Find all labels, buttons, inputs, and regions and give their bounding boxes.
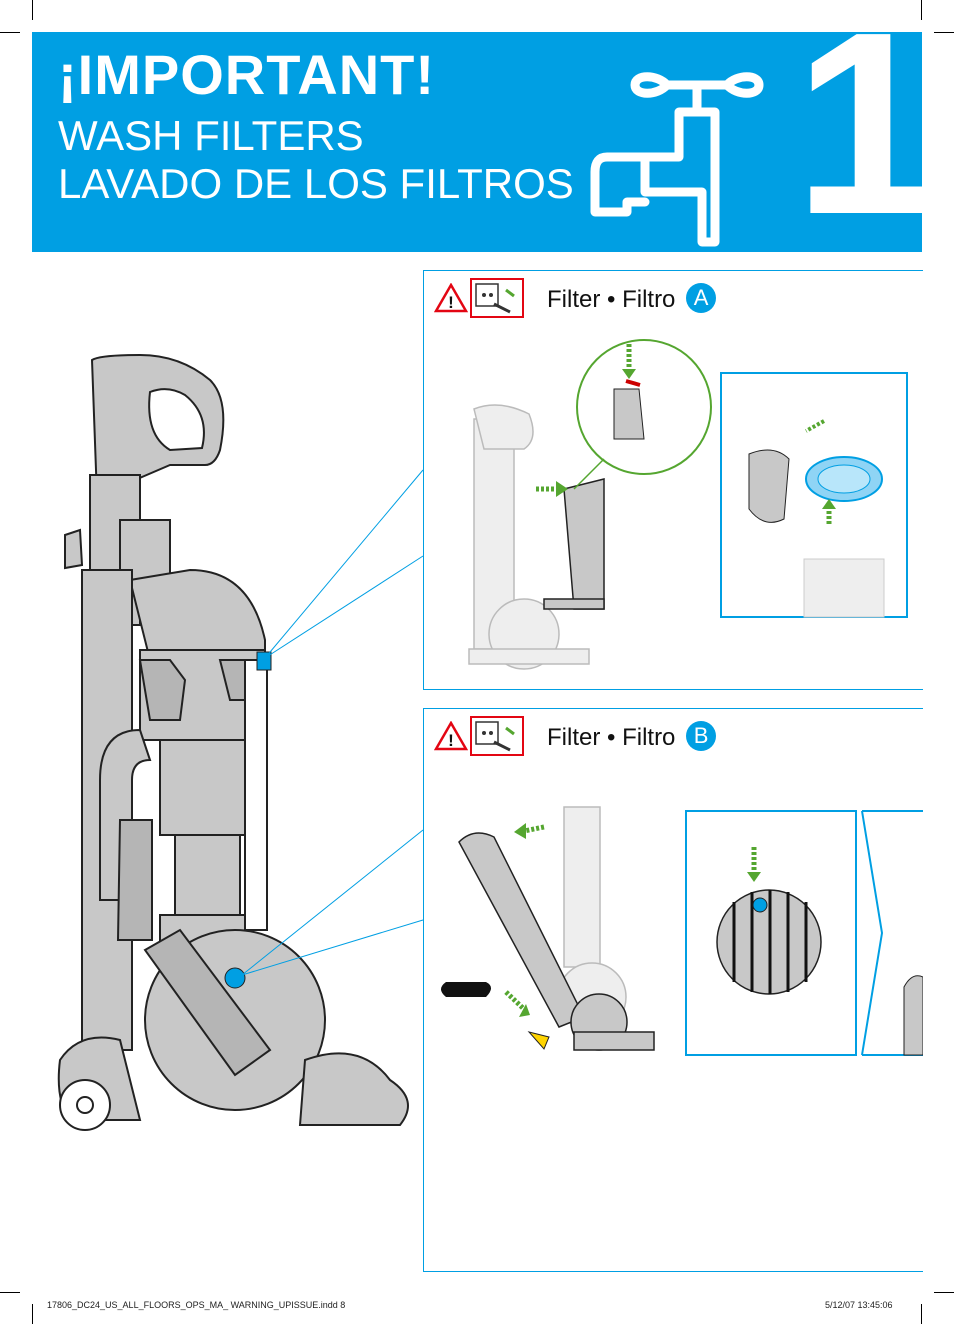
footer-file-info: 17806_DC24_US_ALL_FLOORS_OPS_MA_ WARNING… — [47, 1300, 346, 1310]
page-subtitle-spanish: LAVADO DE LOS FILTROS — [58, 160, 574, 207]
water-tap-icon — [590, 72, 764, 247]
unplug-icon — [470, 278, 524, 318]
crop-mark — [934, 1292, 954, 1293]
footer-datetime: 5/12/07 13:45:06 — [825, 1300, 893, 1310]
warning-triangle-icon: ! — [434, 721, 468, 751]
crop-mark — [0, 1292, 20, 1293]
unplug-icon — [470, 716, 524, 756]
filter-b-title-text: Filter • Filtro — [547, 724, 676, 751]
filter-a-title-text: Filter • Filtro — [547, 286, 676, 313]
header-banner: ¡IMPORTANT! WASH FILTERS LAVADO DE LOS F… — [32, 32, 922, 252]
warning-triangle-icon: ! — [434, 283, 468, 313]
crop-mark — [32, 1304, 33, 1324]
step-number: 1 — [794, 32, 922, 252]
vacuum-illustration — [57, 353, 409, 1131]
crop-mark — [921, 1304, 922, 1324]
filter-b-title: Filter • Filtro B — [547, 721, 717, 752]
filter-a-panel: ! Filter • Filtro A — [423, 270, 923, 690]
svg-text:!: ! — [448, 731, 454, 750]
filter-b-panel: ! Filter • Filtro B — [423, 708, 923, 1272]
page-subtitle-english: WASH FILTERS — [58, 112, 364, 159]
crop-mark — [921, 0, 922, 20]
crop-mark — [934, 32, 954, 33]
filter-b-badge: B — [686, 721, 717, 751]
crop-mark — [0, 32, 20, 33]
filter-a-removal-illustration — [468, 339, 908, 670]
svg-text:!: ! — [448, 293, 454, 312]
crop-mark — [32, 0, 33, 20]
filter-a-badge: A — [686, 283, 717, 313]
filter-b-removal-illustration — [441, 806, 923, 1056]
page-title: ¡IMPORTANT! — [58, 43, 435, 106]
filter-a-title: Filter • Filtro A — [547, 283, 717, 314]
